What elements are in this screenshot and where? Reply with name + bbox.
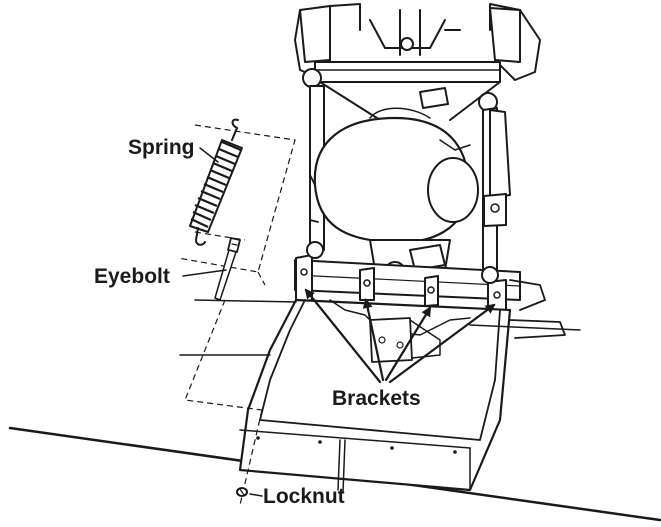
brackets-label: Brackets [332,387,421,410]
eyebolt-label: Eyebolt [94,265,170,288]
spring-part [189,118,243,246]
bracket-arrow-1 [304,288,382,384]
chute-deck [179,241,581,493]
eyebolt-part [214,237,241,301]
spring-leader [199,147,219,163]
locknut-part [236,487,248,497]
bracket-arrow-3 [384,306,432,382]
bracket-arrow-2 [362,298,385,382]
eyebolt-leader [182,269,227,277]
locknut-leader [249,493,263,497]
bracket-arrows [304,288,496,384]
locknut-label: Locknut [263,485,345,508]
spring-label: Spring [128,136,195,159]
bracket-arrow-4 [388,303,496,384]
motor-housing [309,107,479,283]
